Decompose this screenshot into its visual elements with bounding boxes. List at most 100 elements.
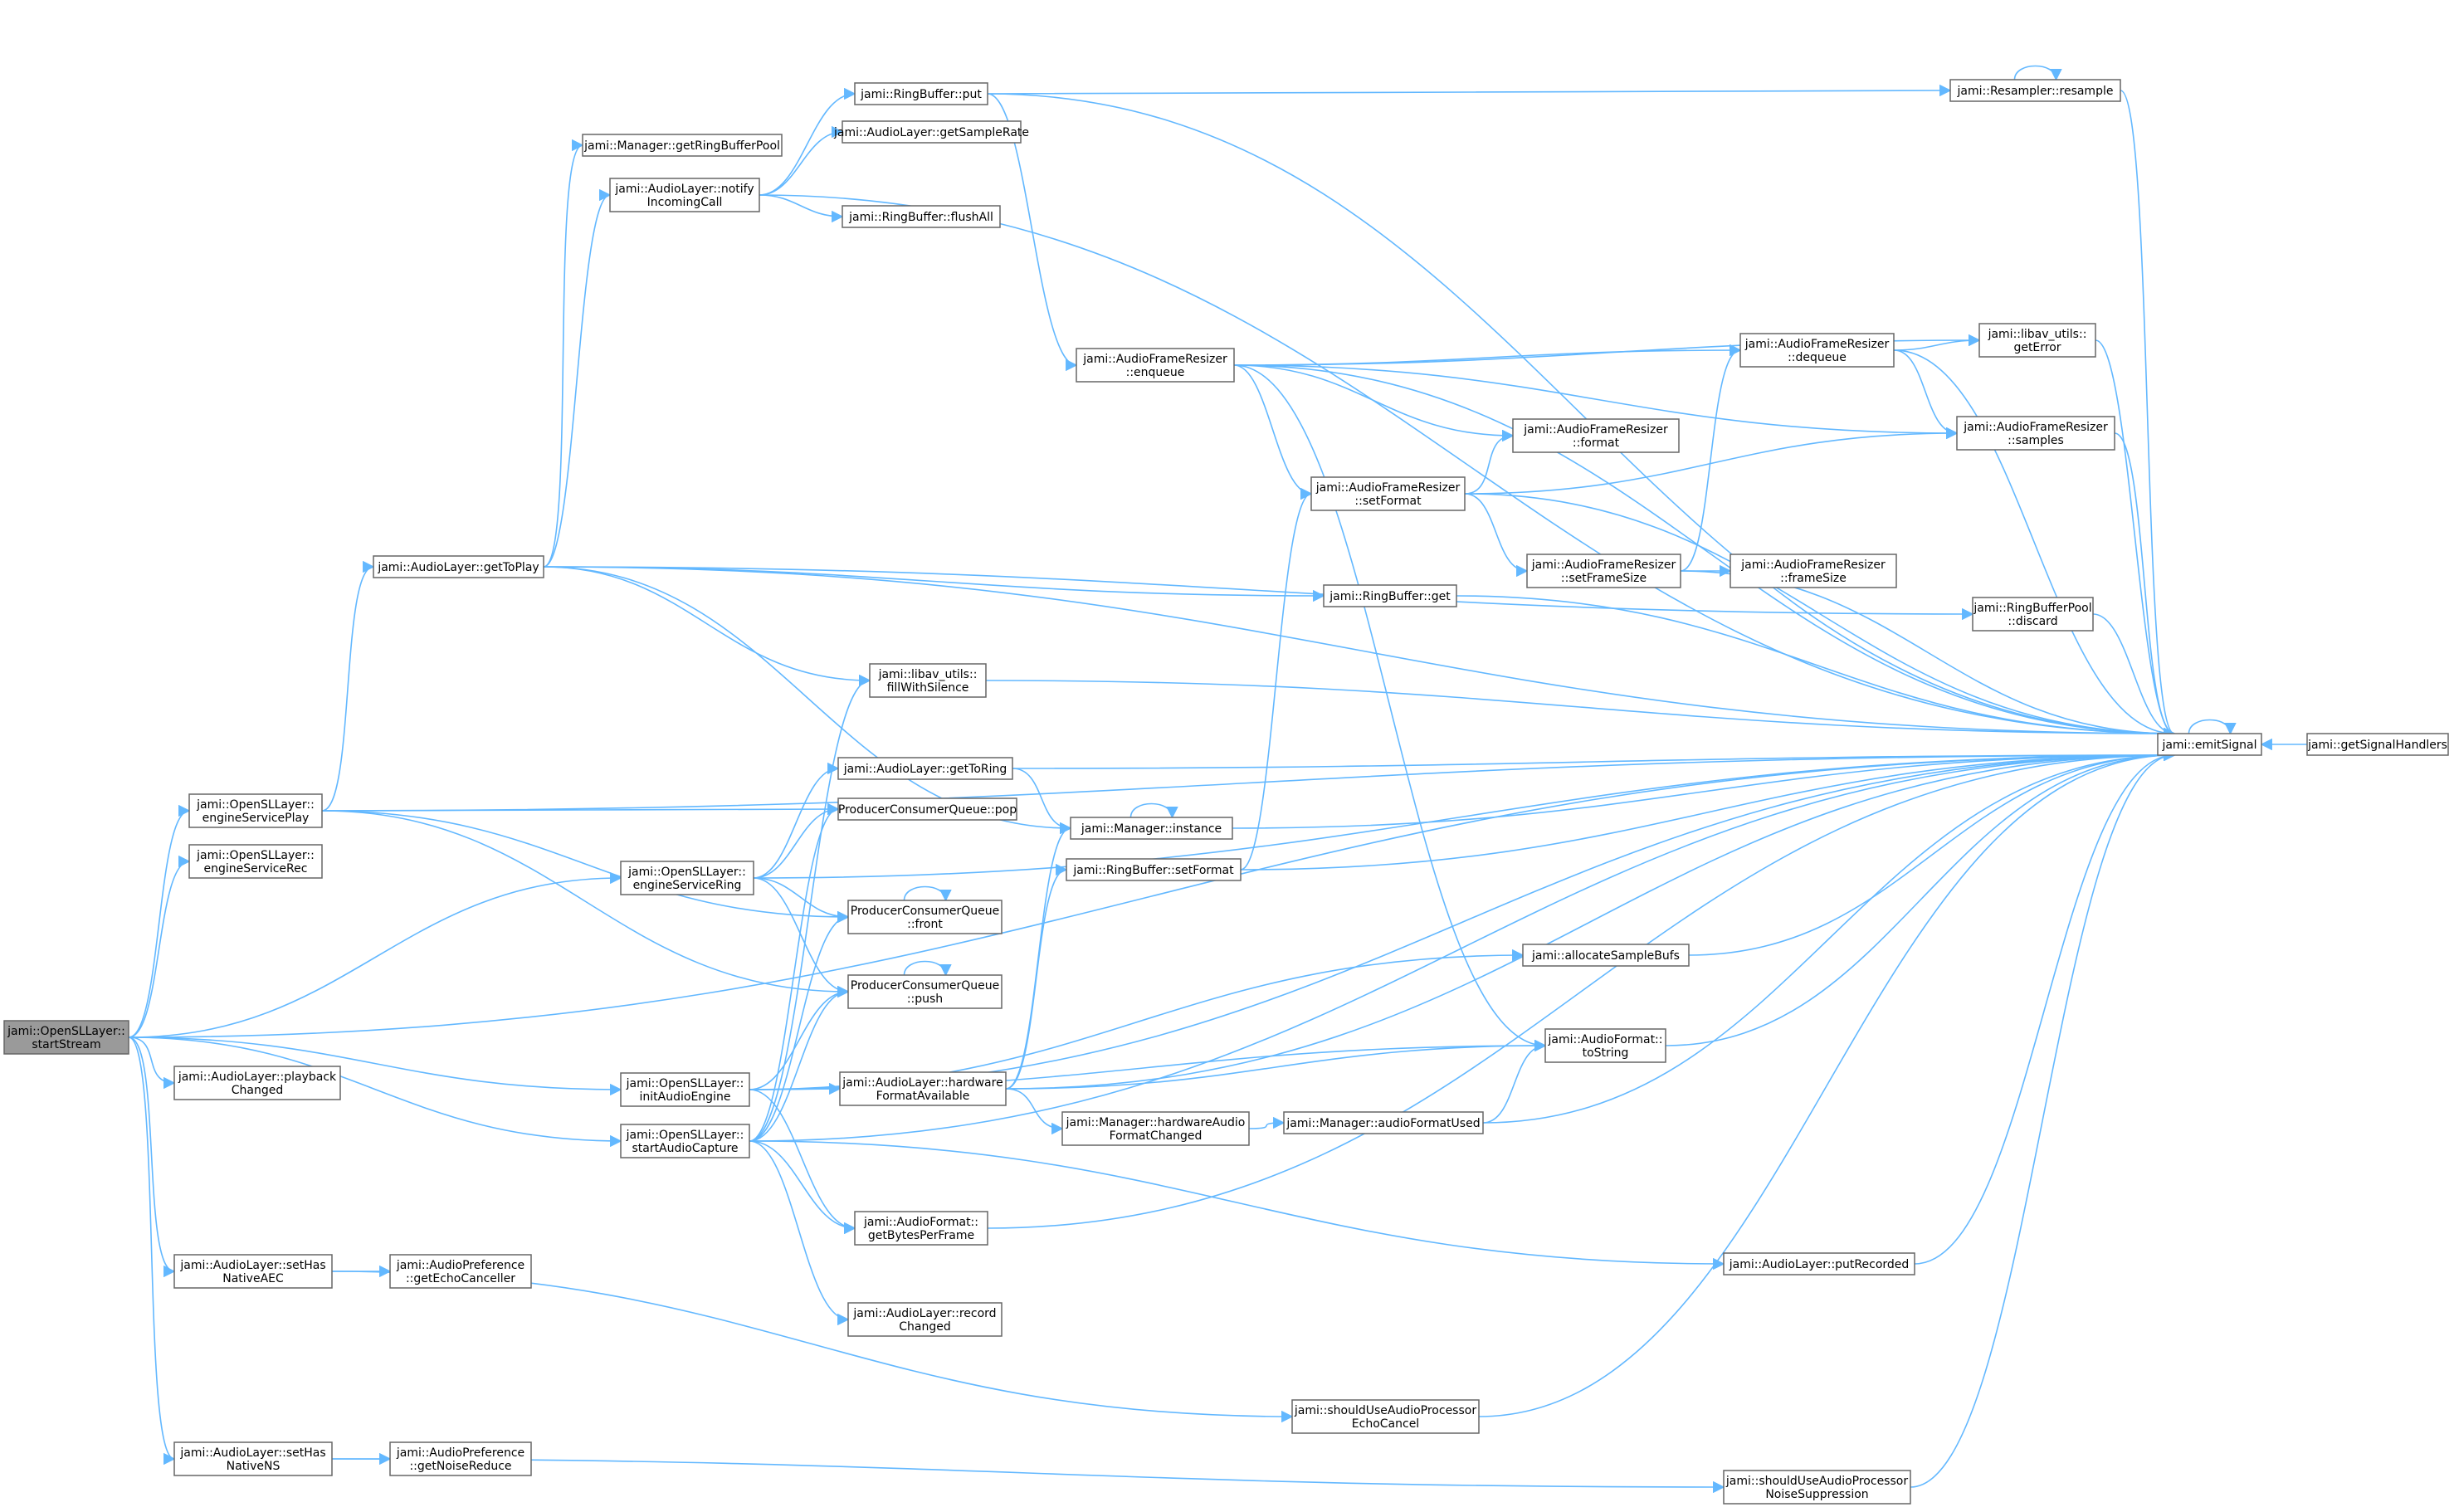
- node-label: ::samples: [2008, 434, 2064, 447]
- node-afrSetFormat[interactable]: jami::AudioFrameResizer::setFormat: [1310, 476, 1466, 511]
- edge-hwFormatAvailable-to-emitSignal: [1005, 749, 2176, 1090]
- node-getToPlay[interactable]: jami::AudioLayer::getToPlay: [373, 555, 544, 578]
- edge-rbSetFormat-to-afrSetFormat: [1240, 487, 1313, 871]
- node-startStream[interactable]: jami::OpenSLLayer::startStream: [3, 1020, 129, 1055]
- node-getBytesPerFrame[interactable]: jami::AudioFormat::getBytesPerFrame: [854, 1211, 988, 1246]
- node-label: jami::AudioFrameResizer: [1963, 421, 2108, 434]
- edge-dequeue-to-emitSignal: [1893, 349, 2176, 740]
- edge-notifyIncomingCall-to-emitSignal: [759, 194, 2176, 740]
- node-fillWithSilence[interactable]: jami::libav_utils::fillWithSilence: [869, 663, 987, 698]
- edge-afToString-to-emitSignal: [1665, 749, 2176, 1046]
- edge-getToPlay-to-managerInstance: [543, 566, 1072, 835]
- edge-startStream-to-initAudioEngine: [128, 1036, 622, 1096]
- node-setFrameSize[interactable]: jami::AudioFrameResizer::setFrameSize: [1526, 554, 1681, 588]
- node-label: jami::AudioFrameResizer: [1315, 481, 1461, 495]
- node-label: Changed: [232, 1084, 284, 1097]
- node-allocateSampleBufs[interactable]: jami::allocateSampleBufs: [1522, 944, 1690, 967]
- node-frameSize[interactable]: jami::AudioFrameResizer::frameSize: [1730, 554, 1897, 588]
- node-hwAudioFormatChanged[interactable]: jami::Manager::hardwareAudioFormatChange…: [1061, 1111, 1250, 1146]
- node-label: jami::Manager::hardwareAudio: [1066, 1116, 1246, 1129]
- edge-startAudioCapture-to-recordChanged: [749, 1140, 850, 1326]
- node-getToRing[interactable]: jami::AudioLayer::getToRing: [837, 757, 1013, 780]
- node-box: [869, 663, 987, 698]
- node-getNoiseReduce[interactable]: jami::AudioPreference::getNoiseReduce: [389, 1441, 532, 1476]
- edge-startAudioCapture-to-pcqFront: [749, 910, 850, 1142]
- node-label: ::front: [907, 918, 943, 931]
- node-noiseSuppression[interactable]: jami::shouldUseAudioProcessorNoiseSuppre…: [1723, 1470, 1911, 1505]
- edge-startAudioCapture-to-fillWithSilence: [749, 674, 871, 1142]
- node-box: [3, 1020, 129, 1055]
- node-pcqPush[interactable]: ProducerConsumerQueue::push: [847, 974, 1003, 1009]
- node-label: jami::libav_utils::: [878, 668, 978, 681]
- edge-afrSetFormat-to-setFrameSize: [1464, 493, 1529, 578]
- node-box: [1730, 554, 1897, 588]
- node-startAudioCapture[interactable]: jami::OpenSLLayer::startAudioCapture: [620, 1124, 750, 1158]
- edge-notifyIncomingCall-to-getSampleRate: [759, 125, 844, 196]
- node-label: jami::allocateSampleBufs: [1531, 949, 1680, 963]
- node-label: jami::AudioFrameResizer: [1523, 423, 1668, 437]
- edge-engineServicePlay-to-pcqFront: [321, 810, 850, 924]
- node-engineServiceRing[interactable]: jami::OpenSLLayer::engineServiceRing: [620, 861, 754, 895]
- edge-notifyIncomingCall-to-flushAll: [759, 194, 844, 223]
- edge-dequeue-to-getError: [1893, 334, 1981, 351]
- node-dequeue[interactable]: jami::AudioFrameResizer::dequeue: [1739, 333, 1895, 368]
- node-label: jami::OpenSLLayer::: [626, 1077, 744, 1090]
- edge-getToPlay-to-fillWithSilence: [543, 566, 871, 687]
- node-getRingBufferPool[interactable]: jami::Manager::getRingBufferPool: [582, 134, 783, 157]
- node-flushAll[interactable]: jami::RingBuffer::flushAll: [842, 205, 1001, 228]
- node-rbGet[interactable]: jami::RingBuffer::get: [1323, 584, 1457, 607]
- node-engineServicePlay[interactable]: jami::OpenSLLayer::engineServicePlay: [188, 793, 323, 828]
- node-label: ::setFrameSize: [1561, 572, 1647, 585]
- node-resample[interactable]: jami::Resampler::resample: [1949, 79, 2121, 102]
- node-getError[interactable]: jami::libav_utils::getError: [1978, 323, 2096, 358]
- node-managerInstance[interactable]: jami::Manager::instance: [1070, 817, 1233, 840]
- node-rbpDiscard[interactable]: jami::RingBufferPool::discard: [1972, 597, 2094, 632]
- edge-hwFormatAvailable-to-afToString: [1005, 1039, 1547, 1090]
- edge-hwAudioFormatChanged-to-audioFormatUsed: [1248, 1116, 1286, 1129]
- node-label: ::setFormat: [1354, 495, 1422, 508]
- node-engineServiceRec[interactable]: jami::OpenSLLayer::engineServiceRec: [188, 844, 323, 879]
- node-initAudioEngine[interactable]: jami::OpenSLLayer::initAudioEngine: [620, 1072, 750, 1107]
- node-getEchoCanceller[interactable]: jami::AudioPreference::getEchoCanceller: [389, 1254, 532, 1289]
- edge-resample-to-resample: [2013, 65, 2062, 81]
- node-box: [1310, 476, 1466, 511]
- node-afrSamples[interactable]: jami::AudioFrameResizer::samples: [1956, 416, 2115, 451]
- node-afToString[interactable]: jami::AudioFormat::toString: [1544, 1028, 1666, 1063]
- node-pcqPop[interactable]: ProducerConsumerQueue::pop: [837, 797, 1017, 821]
- node-label: jami::RingBuffer::put: [860, 88, 982, 101]
- node-label: EchoCancel: [1352, 1417, 1419, 1431]
- node-label: jami::AudioLayer::putRecorded: [1729, 1258, 1910, 1271]
- node-rbSetFormat[interactable]: jami::RingBuffer::setFormat: [1066, 858, 1242, 881]
- node-box: [847, 900, 1003, 934]
- node-label: FormatAvailable: [876, 1090, 970, 1103]
- node-enqueue[interactable]: jami::AudioFrameResizer::enqueue: [1076, 348, 1235, 383]
- node-box: [847, 1302, 1003, 1337]
- edge-startStream-to-setHasNativeAEC: [128, 1036, 176, 1278]
- node-label: jami::AudioFrameResizer: [1082, 353, 1227, 366]
- node-box: [842, 205, 1001, 228]
- node-getSampleRate[interactable]: jami::AudioLayer::getSampleRate: [833, 120, 1029, 144]
- node-label: fillWithSilence: [887, 681, 969, 695]
- node-getSignalHandlers[interactable]: jami::getSignalHandlers: [2306, 733, 2449, 756]
- node-rbPut[interactable]: jami::RingBuffer::put: [854, 82, 988, 105]
- edge-startStream-to-setHasNativeNS: [128, 1036, 176, 1466]
- node-label: jami::AudioFormat::: [863, 1216, 978, 1229]
- node-pcqFront[interactable]: ProducerConsumerQueue::front: [847, 900, 1003, 934]
- node-label: jami::RingBuffer::flushAll: [848, 211, 993, 224]
- edge-afrSetFormat-to-afrFormat: [1464, 429, 1515, 495]
- node-hwFormatAvailable[interactable]: jami::AudioLayer::hardwareFormatAvailabl…: [839, 1071, 1007, 1106]
- node-emitSignal[interactable]: jami::emitSignal: [2157, 733, 2262, 756]
- node-putRecorded[interactable]: jami::AudioLayer::putRecorded: [1723, 1252, 1915, 1275]
- node-audioFormatUsed[interactable]: jami::Manager::audioFormatUsed: [1283, 1111, 1484, 1134]
- node-label: jami::shouldUseAudioProcessor: [1725, 1475, 1908, 1488]
- node-box: [837, 757, 1013, 780]
- edge-managerInstance-to-emitSignal: [1232, 749, 2176, 829]
- node-afrFormat[interactable]: jami::AudioFrameResizer::format: [1512, 418, 1680, 453]
- node-label: jami::OpenSLLayer::: [196, 798, 315, 812]
